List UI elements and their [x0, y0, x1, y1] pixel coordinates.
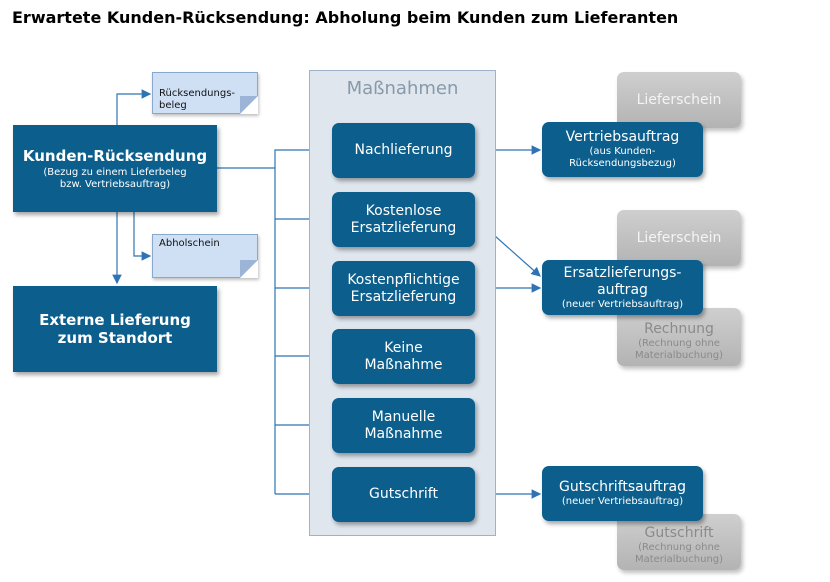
externe-lieferung-title: Externe Lieferung zum Standort — [39, 311, 191, 347]
measure-gutschrift: Gutschrift — [332, 467, 475, 522]
output-rechnung-title: Rechnung — [644, 321, 714, 337]
output-rechnung: Rechnung (Rechnung ohne Materialbuchung) — [617, 308, 741, 366]
order-ersatz-sub: (neuer Vertriebsauftrag) — [561, 298, 684, 310]
document-ruecksendungsbeleg-label: Rücksendungs- beleg — [159, 88, 236, 111]
measure-manuelle-massnahme: Manuelle Maßnahme — [332, 398, 475, 453]
output-gutschrift: Gutschrift (Rechnung ohne Materialbuchun… — [617, 514, 741, 570]
output-rechnung-sub: (Rechnung ohne Materialbuchung) — [634, 338, 724, 361]
order-ersatz-title: Ersatzlieferungs-auftrag — [563, 264, 682, 298]
connector-abholschein — [133, 212, 152, 261]
kunden-ruecksendung-box: Kunden-Rücksendung (Bezug zu einem Liefe… — [13, 125, 217, 212]
output-gutschrift-title: Gutschrift — [644, 525, 714, 541]
page-title: Erwartete Kunden-Rücksendung: Abholung b… — [12, 8, 679, 27]
order-vertriebsauftrag: Vertriebsauftrag (aus Kunden-Rücksendung… — [542, 122, 703, 177]
order-vertriebsauftrag-sub: (aus Kunden-Rücksendungsbezug) — [569, 146, 676, 169]
massnahmen-panel-title: Maßnahmen — [346, 78, 459, 99]
connector-ruecksendung-beleg — [116, 89, 152, 125]
output-lieferschein-1-label: Lieferschein — [636, 92, 722, 108]
output-lieferschein-2-label: Lieferschein — [636, 230, 722, 246]
document-ruecksendungsbeleg: Rücksendungs- beleg — [152, 72, 258, 114]
order-ersatzlieferungsauftrag: Ersatzlieferungs-auftrag (neuer Vertrieb… — [542, 260, 703, 315]
measure-nachlieferung: Nachlieferung — [332, 123, 475, 178]
document-abholschein-label: Abholschein — [159, 238, 220, 249]
measure-keine-label: Keine Maßnahme — [364, 339, 443, 373]
measure-gutschrift-label: Gutschrift — [369, 486, 438, 502]
order-gutschrift-title: Gutschriftsauftrag — [558, 479, 687, 495]
measure-kostenpflichtige-ersatzlieferung: Kostenpflichtige Ersatzlieferung — [332, 261, 475, 316]
connector-trunk — [217, 167, 276, 494]
kunden-ruecksendung-title: Kunden-Rücksendung — [22, 146, 208, 165]
measure-manuelle-label: Manuelle Maßnahme — [364, 408, 443, 442]
order-vertriebsauftrag-title: Vertriebsauftrag — [565, 129, 680, 145]
measure-nachlieferung-label: Nachlieferung — [354, 142, 453, 158]
measure-keine-massnahme: Keine Maßnahme — [332, 329, 475, 384]
order-gutschriftsauftrag: Gutschriftsauftrag (neuer Vertriebsauftr… — [542, 466, 703, 521]
order-gutschrift-sub: (neuer Vertriebsauftrag) — [561, 496, 684, 507]
kunden-ruecksendung-sub: (Bezug zu einem Lieferbeleg bzw. Vertrie… — [43, 166, 187, 190]
output-lieferschein-2: Lieferschein — [617, 210, 741, 266]
measure-kostenlose-label: Kostenlose Ersatzlieferung — [350, 202, 457, 236]
externe-lieferung-box: Externe Lieferung zum Standort — [13, 286, 217, 372]
output-lieferschein-1: Lieferschein — [617, 72, 741, 128]
output-gutschrift-sub: (Rechnung ohne Materialbuchung) — [634, 542, 724, 565]
measure-kostenpflichtige-label: Kostenpflichtige Ersatzlieferung — [347, 271, 460, 305]
measure-kostenlose-ersatzlieferung: Kostenlose Ersatzlieferung — [332, 192, 475, 247]
document-abholschein: Abholschein — [152, 234, 258, 278]
